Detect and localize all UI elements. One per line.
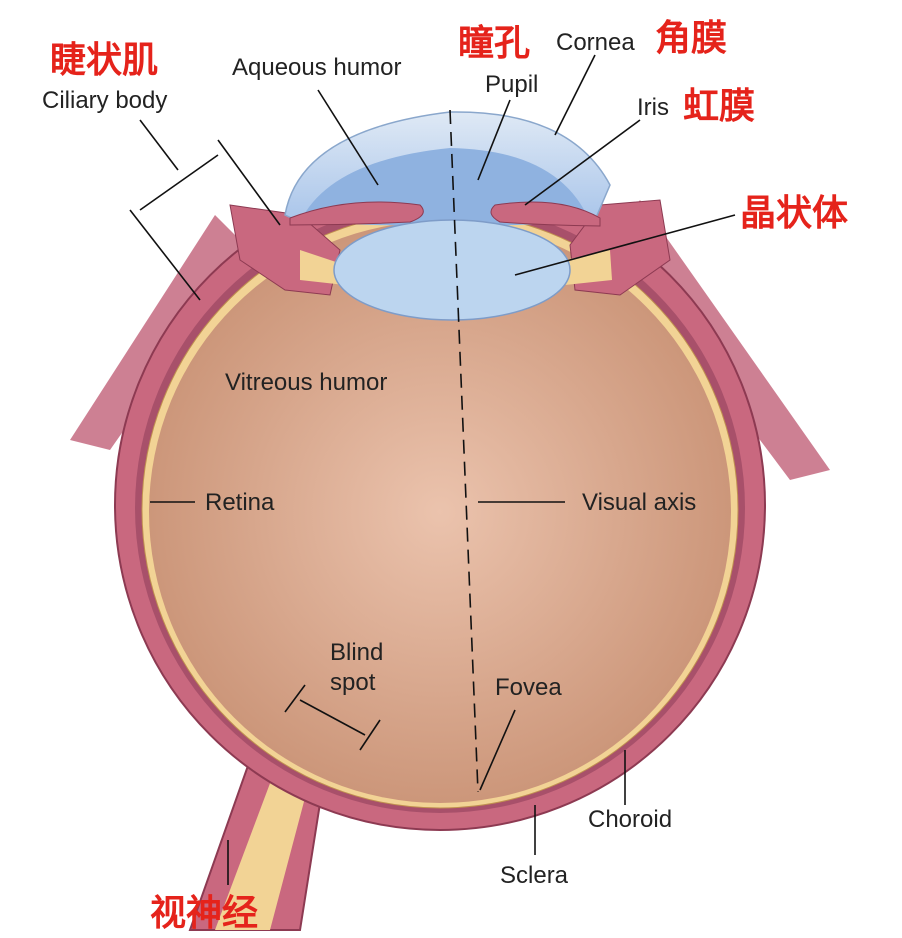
label-pupil-zh: 瞳孔 bbox=[458, 23, 530, 64]
optic-nerve bbox=[215, 760, 315, 930]
label-blind: Blind bbox=[330, 639, 383, 666]
label-choroid: Choroid bbox=[588, 806, 672, 833]
lens bbox=[333, 219, 571, 321]
label-ciliary-body: Ciliary body bbox=[42, 87, 167, 114]
visual-axis-line bbox=[449, 109, 479, 793]
label-cornea-zh: 角膜 bbox=[655, 18, 727, 59]
label-fovea: Fovea bbox=[495, 674, 562, 701]
vitreous bbox=[149, 221, 731, 803]
label-aqueous-humor: Aqueous humor bbox=[232, 54, 401, 81]
label-retina: Retina bbox=[205, 489, 275, 516]
muscle-left bbox=[70, 215, 250, 450]
label-optic-nerve-zh: 视神经 bbox=[150, 893, 258, 934]
label-iris: Iris bbox=[637, 94, 669, 121]
label-visual-axis: Visual axis bbox=[582, 489, 696, 516]
label-vitreous-humor: Vitreous humor bbox=[225, 369, 387, 396]
iris-left bbox=[289, 201, 424, 226]
label-spot: spot bbox=[330, 669, 376, 696]
zonules-left bbox=[300, 250, 345, 285]
label-cornea: Cornea bbox=[556, 29, 635, 56]
label-lens-zh: 晶状体 bbox=[740, 193, 848, 234]
label-iris-zh: 虹膜 bbox=[683, 86, 755, 127]
label-sclera: Sclera bbox=[500, 862, 569, 889]
iris-right bbox=[490, 201, 601, 227]
label-ciliary-body-zh: 睫状肌 bbox=[50, 40, 158, 81]
label-pupil: Pupil bbox=[485, 71, 538, 98]
